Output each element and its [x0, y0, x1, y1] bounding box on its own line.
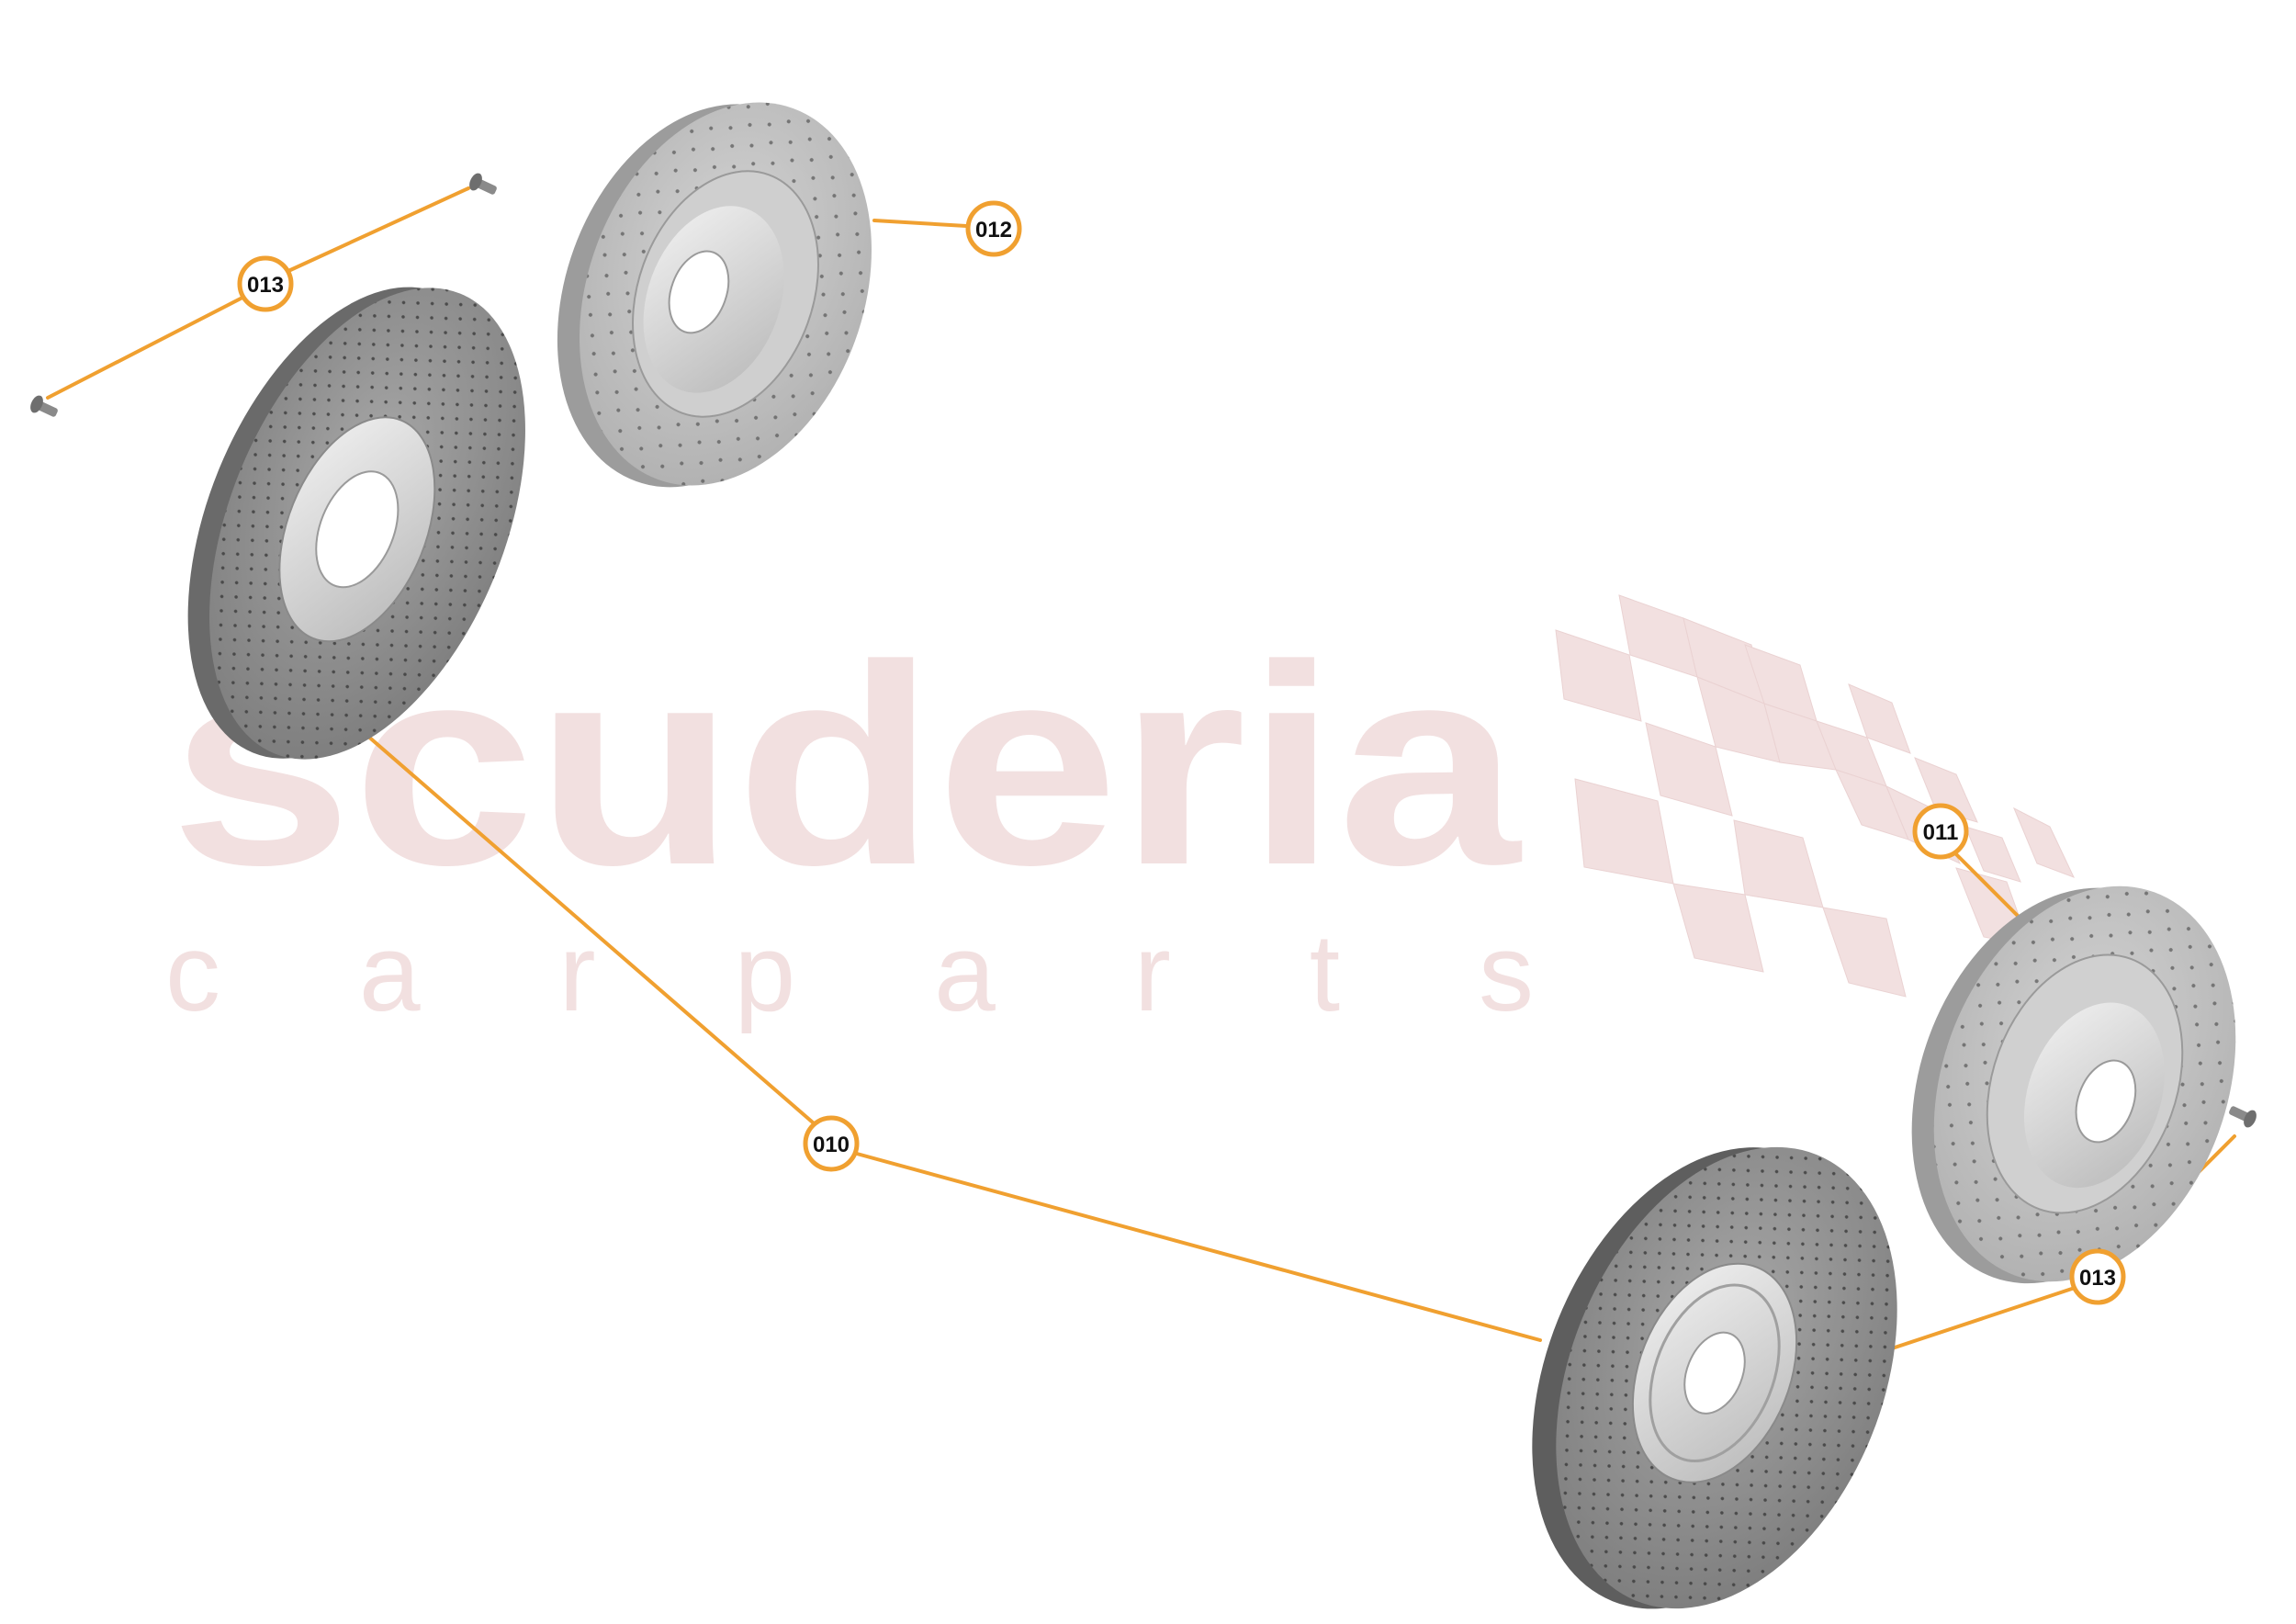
callout-013-left[interactable]: 013 [237, 255, 294, 312]
callout-011[interactable]: 011 [1912, 803, 1969, 860]
screw-icon[interactable] [2226, 1101, 2259, 1130]
callout-013-right[interactable]: 013 [2069, 1248, 2126, 1305]
callout-012[interactable]: 012 [965, 200, 1022, 257]
watermark: scuderia c a r p a r t s [165, 594, 2075, 1034]
leader-lines [46, 186, 2236, 1354]
brake-disc-010-rear[interactable] [125, 234, 588, 812]
callout-010[interactable]: 010 [803, 1115, 860, 1172]
leader-012 [872, 219, 968, 228]
screw-icon[interactable] [467, 171, 500, 199]
callout-label: 012 [975, 218, 1012, 242]
callout-label: 010 [813, 1133, 850, 1157]
leader-010-front [855, 1152, 1542, 1342]
leader-010-rear [330, 703, 815, 1124]
callout-label: 013 [247, 273, 284, 298]
leader-013-left-lower [46, 296, 244, 400]
screw-icon[interactable] [28, 393, 61, 422]
callout-label: 013 [2079, 1266, 2116, 1291]
watermark-tagline: c a r p a r t s [165, 911, 1534, 1034]
callout-label: 011 [1923, 820, 1959, 845]
brake-disc-012[interactable] [506, 54, 922, 536]
brake-disc-010-front[interactable] [1468, 1088, 1962, 1624]
leader-013-right-lower [1879, 1287, 2074, 1354]
leader-011 [1954, 852, 2027, 925]
leader-013-left-upper [287, 186, 470, 273]
brake-disc-011[interactable] [1859, 837, 2288, 1333]
